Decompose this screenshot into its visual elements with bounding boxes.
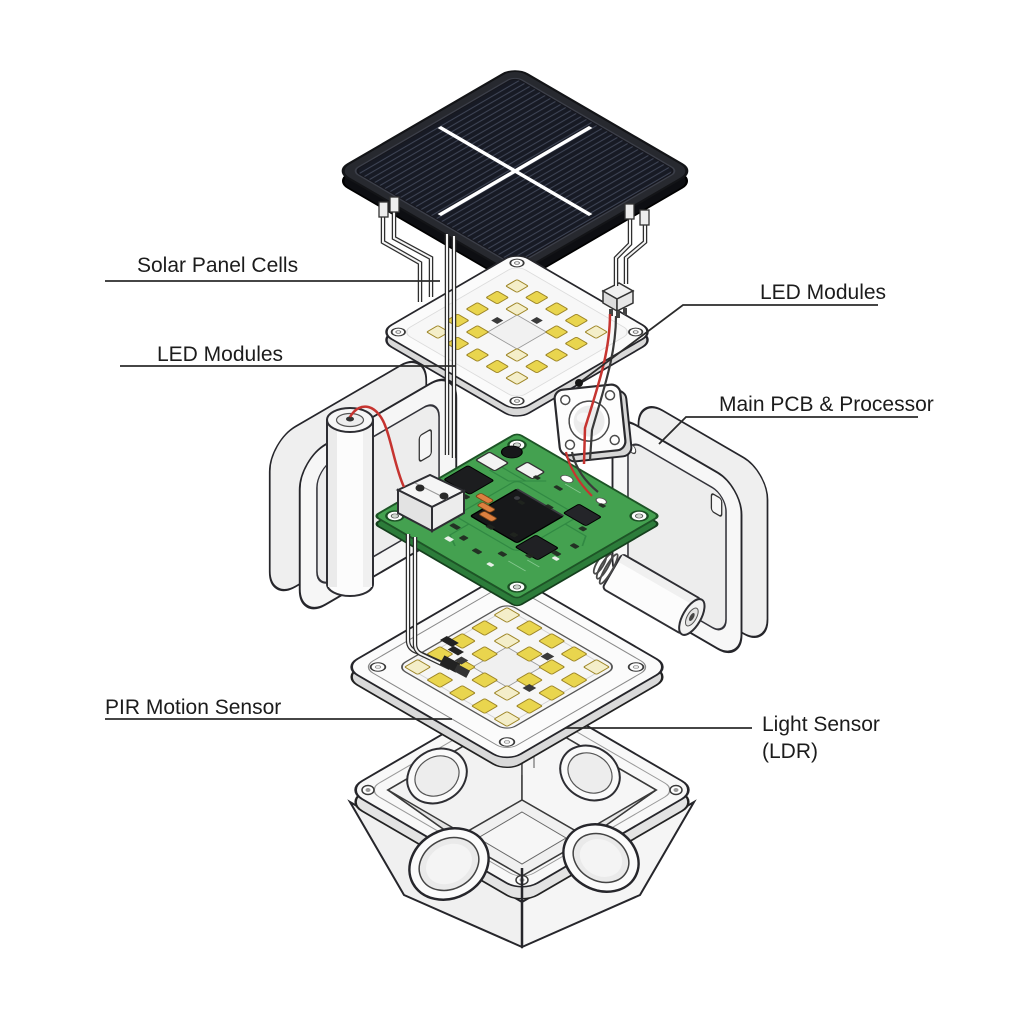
red-wire — [348, 405, 406, 488]
wire-connector — [601, 282, 635, 318]
lens-aperture — [408, 827, 490, 901]
label-led-modules-right: LED Modules — [760, 281, 887, 304]
leader-led-modules-right — [578, 304, 878, 384]
leader-dot — [575, 379, 583, 387]
lower-led-board — [350, 575, 664, 769]
ic-chip — [515, 535, 559, 560]
terminal-block — [395, 473, 467, 533]
pir-sensor-module — [553, 383, 633, 463]
leader-lines — [105, 280, 918, 729]
screw-holes — [390, 258, 644, 406]
pcb-silkscreen — [428, 483, 582, 572]
lens-aperture — [562, 823, 640, 893]
wires — [348, 234, 618, 678]
solar-panel-wires — [378, 196, 650, 302]
label-main-pcb-processor: Main PCB & Processor — [719, 393, 934, 416]
solar-panel — [341, 70, 689, 282]
leader-main-pcb — [658, 416, 918, 445]
battery-left — [326, 407, 374, 597]
resistors — [475, 493, 497, 522]
inductor — [500, 445, 523, 459]
housing-aperture — [406, 747, 468, 805]
panel-cross-divider — [437, 126, 593, 216]
battery-right — [592, 553, 706, 636]
red-wire — [564, 451, 593, 497]
label-led-modules-left: LED Modules — [157, 343, 284, 366]
red-wire — [582, 313, 612, 465]
label-solar-panel-cells: Solar Panel Cells — [137, 254, 299, 277]
pcb-connector — [515, 462, 545, 479]
label-light-sensor-line1: Light Sensor — [762, 713, 880, 736]
main-pcb — [375, 433, 659, 607]
label-light-sensor-line2: (LDR) — [762, 740, 818, 764]
led-array-lower — [404, 607, 610, 727]
pcb-connector — [475, 452, 509, 471]
housing-aperture — [559, 744, 621, 802]
label-light-sensor-ldr: Light Sensor (LDR) — [762, 711, 880, 766]
ic-chip — [563, 504, 602, 526]
upper-led-board — [385, 255, 649, 417]
label-pir-motion-sensor: PIR Motion Sensor — [105, 696, 282, 719]
